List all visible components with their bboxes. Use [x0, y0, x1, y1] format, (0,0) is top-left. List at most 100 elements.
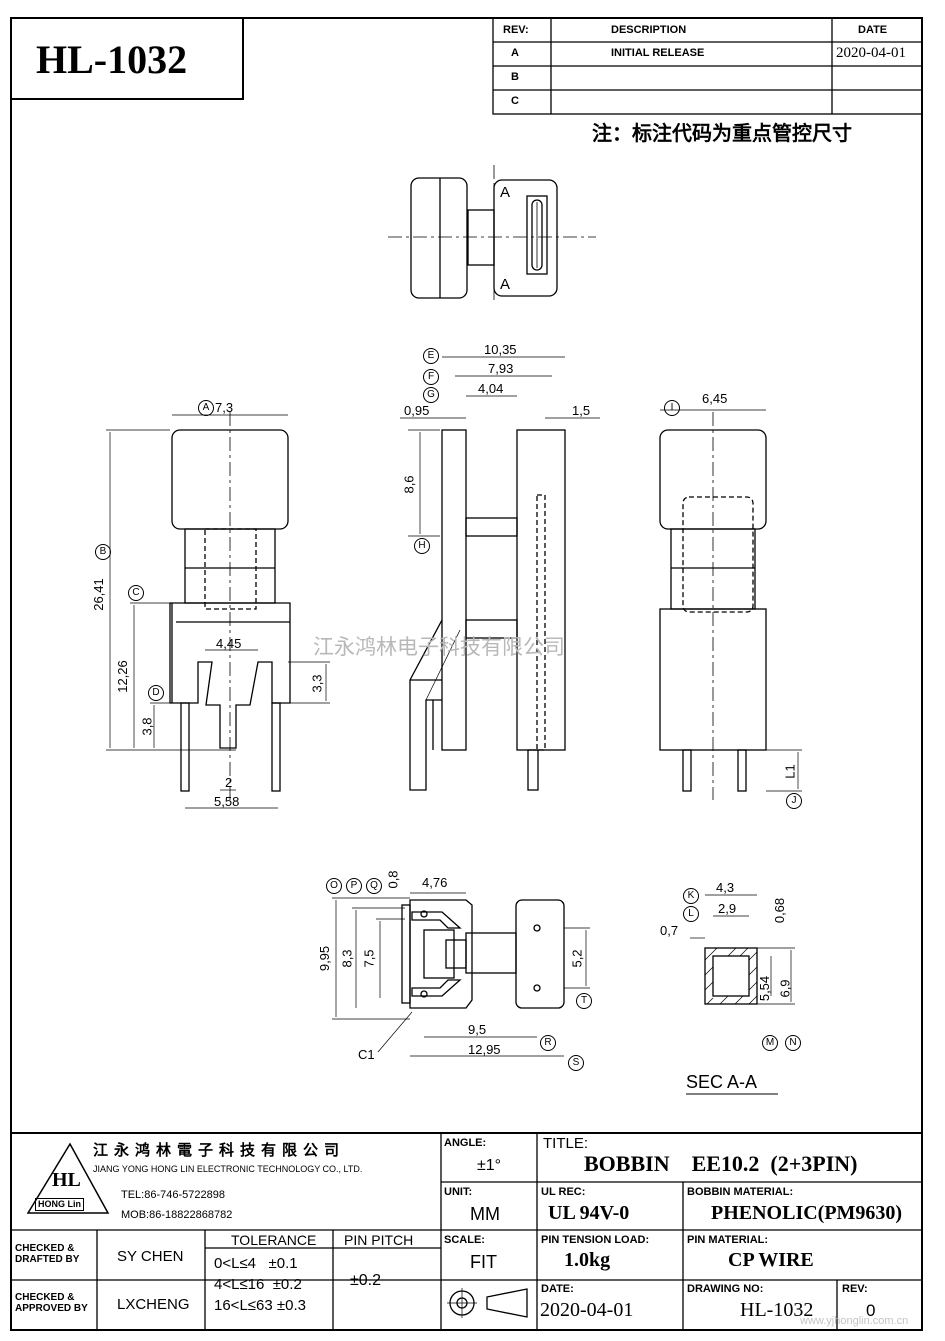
dim-26-41: 26,41: [90, 578, 106, 611]
title-label: TITLE:: [543, 1135, 589, 1152]
rev-header: REV:: [503, 24, 529, 36]
pin-material-value: CP WIRE: [728, 1249, 814, 1271]
watermark: 江永鸿林电子科技有限公司: [313, 636, 565, 659]
scale-value: FIT: [470, 1252, 497, 1272]
callout-q: Q: [366, 878, 382, 894]
dim-10-35: 10,35: [484, 342, 517, 357]
rev-a-description: INITIAL RELEASE: [611, 47, 705, 59]
drawing-no-value: HL-1032: [740, 1299, 814, 1321]
rev-a-date: 2020-04-01: [836, 45, 906, 61]
dim-2: 2: [225, 775, 233, 790]
dim-12-26: 12,26: [114, 660, 130, 693]
callout-s: S: [568, 1055, 584, 1071]
dim-12-95: 12,95: [468, 1042, 501, 1057]
logo: HL: [52, 1169, 81, 1191]
callout-k: K: [683, 888, 699, 904]
side-view-right: [659, 409, 802, 800]
dim-7-3: 7,3: [215, 400, 234, 415]
dim-5-2: 5,2: [569, 949, 585, 968]
rev-value: 0: [866, 1301, 876, 1320]
callout-c: C: [128, 585, 144, 601]
dim-0-68: 0,68: [772, 897, 788, 924]
date-value: 2020-04-01: [540, 1299, 634, 1321]
description-header: DESCRIPTION: [611, 24, 687, 36]
dim-0-7: 0,7: [660, 923, 679, 938]
website-watermark: www.yjhonglin.com.cn: [800, 1315, 909, 1327]
dim-0-95: 0,95: [404, 403, 430, 418]
dim-4-3: 4,3: [716, 880, 735, 895]
section-label: SEC A-A: [686, 1072, 758, 1092]
dim-l1: L1: [782, 764, 798, 779]
date-label: DATE:: [541, 1283, 574, 1295]
callout-e: E: [423, 348, 439, 364]
dim-4-76: 4,76: [422, 875, 448, 890]
pin-pitch-value: ±0.2: [350, 1272, 382, 1289]
scale-label: SCALE:: [444, 1234, 485, 1246]
top-view: [388, 165, 596, 300]
dim-8-3: 8,3: [339, 949, 355, 968]
dim-3-3: 3,3: [309, 674, 325, 693]
dim-9-95: 9,95: [317, 945, 333, 972]
callout-r: R: [540, 1035, 556, 1051]
control-note: 注：标注代码为重点管控尺寸: [592, 123, 852, 145]
callout-b: B: [95, 544, 111, 560]
tel: TEL:86-746-5722898: [121, 1189, 225, 1201]
dim-7-93: 7,93: [488, 361, 514, 376]
company-name-cn: 江永鸿林電子科技有限公司: [93, 1142, 346, 1159]
callout-n: N: [785, 1035, 801, 1051]
section-mark-bottom: A: [500, 276, 511, 293]
callout-h: H: [414, 538, 430, 554]
bottom-view: [332, 892, 590, 1057]
dim-c1: C1: [358, 1047, 375, 1062]
date-header: DATE: [858, 24, 888, 36]
checked-approved-label: CHECKED & APPROVED BY: [15, 1292, 88, 1314]
dim-0-8: 0,8: [385, 870, 401, 889]
dim-3-8: 3,8: [139, 717, 155, 736]
section-a-a: [686, 894, 795, 1095]
callout-d: D: [148, 685, 164, 701]
bobbin-material-label: BOBBIN MATERIAL:: [687, 1186, 794, 1198]
logo-sub: HONG Lin: [35, 1198, 84, 1211]
rev-label: REV:: [842, 1283, 868, 1295]
unit-label: UNIT:: [444, 1186, 473, 1198]
section-mark-top: A: [500, 184, 511, 201]
dim-6-45: 6,45: [702, 391, 728, 406]
dim-8-6: 8,6: [401, 475, 417, 494]
tolerance-row: 16<L≤63 ±0.3: [214, 1297, 306, 1314]
mob: MOB:86-18822868782: [121, 1209, 233, 1221]
angle-label: ANGLE:: [444, 1137, 487, 1149]
ul-value: UL 94V-0: [548, 1202, 630, 1224]
callout-m: M: [762, 1035, 778, 1051]
ul-label: UL REC:: [541, 1186, 586, 1198]
checked-drafted-value: SY CHEN: [117, 1248, 184, 1265]
checked-drafted-label: CHECKED & DRAFTED BY: [15, 1243, 80, 1265]
dim-4-45: 4,45: [216, 636, 242, 651]
drawing-no-label: DRAWING NO:: [687, 1283, 764, 1295]
dim-2-9: 2,9: [718, 901, 737, 916]
checked-approved-value: LXCHENG: [117, 1296, 190, 1313]
callout-l: L: [683, 906, 699, 922]
tolerance-row: 4<L≤16 ±0.2: [214, 1276, 302, 1293]
callout-j: J: [786, 793, 802, 809]
callout-g: G: [423, 387, 439, 403]
dim-6-9: 6,9: [777, 979, 793, 998]
rev-b: B: [511, 71, 519, 83]
callout-p: P: [346, 878, 362, 894]
dim-5-58: 5,58: [214, 794, 240, 809]
dim-4-04: 4,04: [478, 381, 504, 396]
pin-pitch-label: PIN PITCH: [344, 1232, 414, 1248]
title-value: BOBBIN EE10.2 (2+3PIN): [584, 1151, 858, 1176]
dim-5-54: 5,54: [757, 975, 773, 1002]
rev-c: C: [511, 95, 519, 107]
callout-t: T: [576, 993, 592, 1009]
dim-9-5: 9,5: [468, 1022, 487, 1037]
rev-a: A: [511, 47, 519, 59]
callout-i: I: [664, 400, 680, 416]
tolerance-label: TOLERANCE: [231, 1232, 317, 1248]
drawing-number-title: HL-1032: [36, 37, 188, 82]
dim-1-5: 1,5: [572, 403, 591, 418]
front-view-middle: [400, 356, 600, 791]
pin-material-label: PIN MATERIAL:: [687, 1234, 769, 1246]
callout-f: F: [423, 369, 439, 385]
